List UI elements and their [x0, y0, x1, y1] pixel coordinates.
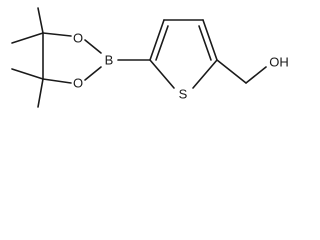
bond-ch2-to-oh — [245, 66, 267, 84]
bond-o-top-to-c4 — [42, 32, 72, 37]
pinacol-boronate-group — [11, 7, 102, 108]
bond-c5-to-ch2 — [216, 59, 247, 84]
bond-c5-methyl-down — [37, 78, 44, 108]
bond-c4-to-c5 — [202, 19, 218, 61]
atom-label-oxygen-top: O — [73, 31, 83, 46]
bond-o-top-to-boron — [84, 39, 102, 54]
bond-c2-to-c3 — [149, 19, 165, 61]
bond-c5-to-o-bottom — [42, 78, 72, 84]
bond-c4-methyl-left — [11, 32, 44, 44]
bond-o-bottom-to-boron — [84, 66, 102, 81]
chemical-structure-diagram: B O O S OH — [11, 7, 289, 108]
atom-label-sulfur: S — [179, 87, 188, 102]
bond-c4-methyl-up — [37, 7, 44, 34]
atom-label-oxygen-bottom: O — [73, 76, 83, 91]
atom-label-hydroxyl: OH — [269, 55, 289, 70]
bond-c4-c5-double-inner — [198, 25, 212, 61]
bond-sulfur-to-c2 — [149, 59, 175, 89]
bond-c5-methyl-left — [11, 68, 44, 80]
thiophene-ring — [149, 19, 218, 89]
atom-label-boron: B — [105, 53, 114, 68]
bond-c2-c3-double-inner — [155, 25, 169, 61]
bond-c5-to-sulfur — [192, 59, 218, 89]
